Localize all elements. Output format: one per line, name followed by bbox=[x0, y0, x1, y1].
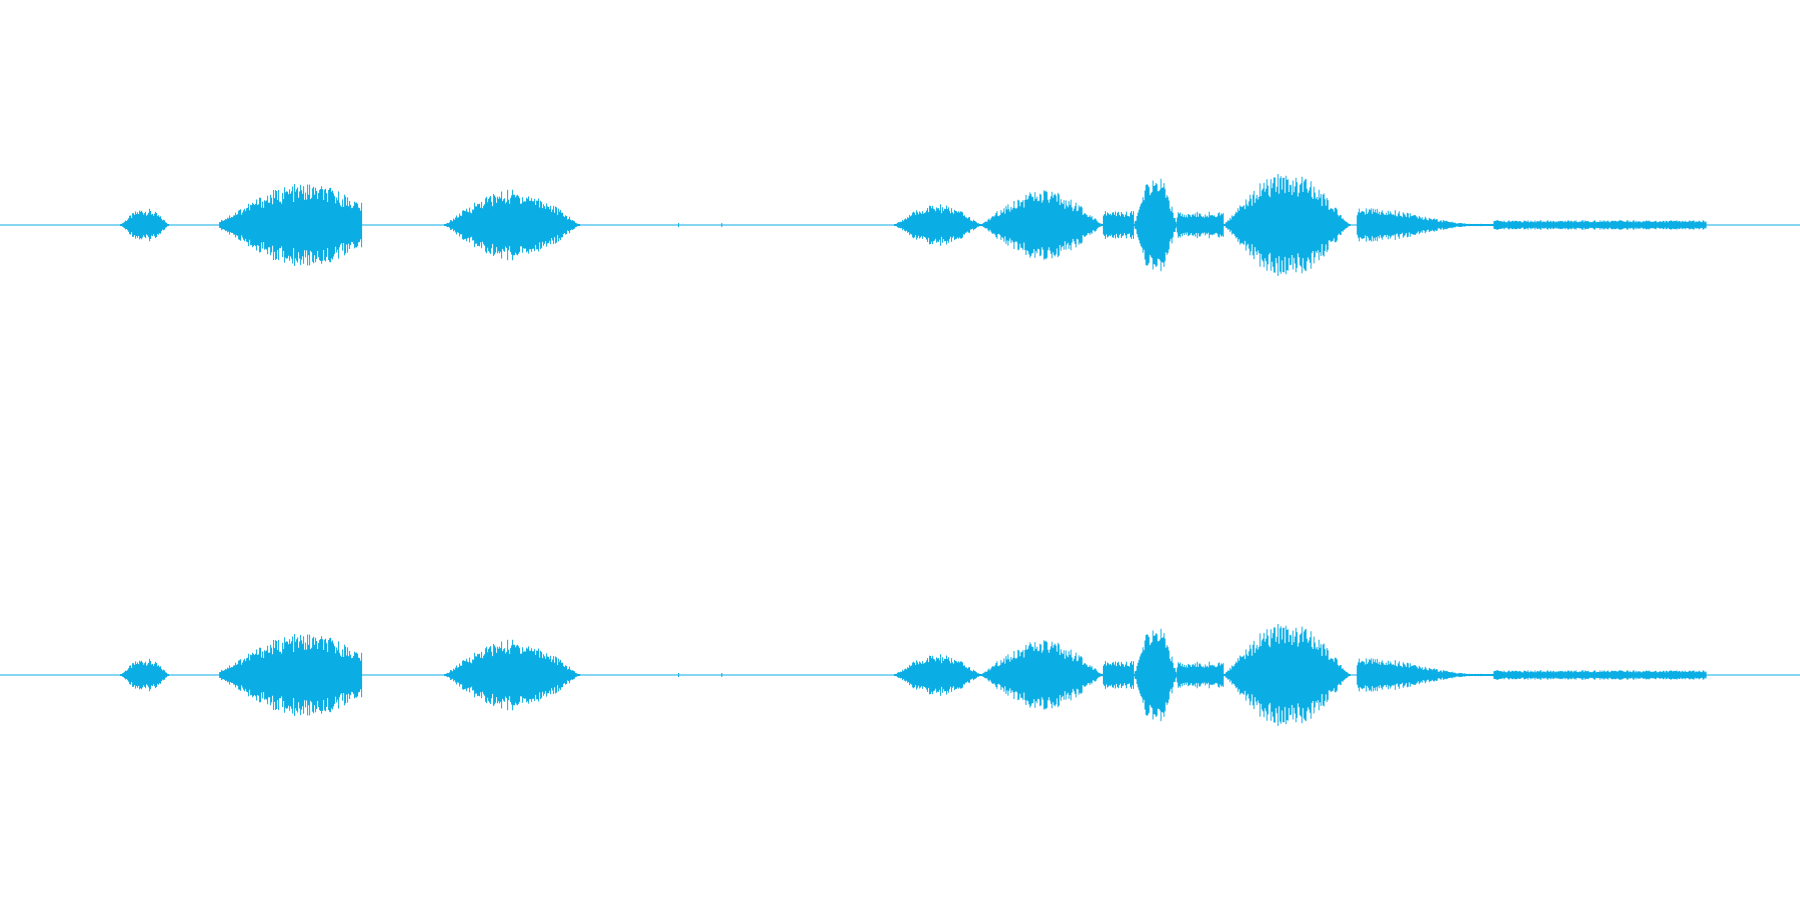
waveform-segment bbox=[980, 640, 1104, 710]
waveform-segment bbox=[1223, 624, 1351, 726]
waveform-segment bbox=[120, 208, 170, 242]
waveform-segment bbox=[1223, 174, 1351, 276]
waveform-segment bbox=[219, 184, 363, 266]
waveform-segment bbox=[1102, 661, 1134, 689]
waveform-segment bbox=[980, 190, 1104, 260]
waveform-segment bbox=[894, 654, 982, 696]
waveform-segment bbox=[1176, 211, 1224, 239]
waveform-segment bbox=[1133, 178, 1178, 272]
waveform-segment bbox=[1176, 661, 1224, 689]
waveform-segment bbox=[1493, 670, 1707, 680]
waveform-segment bbox=[1102, 211, 1134, 239]
waveform-channel-2 bbox=[0, 624, 1800, 726]
waveform-segment bbox=[444, 639, 581, 711]
waveform-segment bbox=[894, 204, 982, 246]
waveform-segment bbox=[444, 189, 581, 261]
waveform-segment bbox=[219, 634, 363, 716]
waveform-segment bbox=[1356, 208, 1494, 242]
waveform-segment bbox=[1133, 628, 1178, 722]
waveform-channel-1 bbox=[0, 174, 1800, 276]
waveform-segment bbox=[1356, 658, 1494, 692]
waveform-segment bbox=[1493, 220, 1707, 230]
waveform-segment bbox=[120, 658, 170, 692]
